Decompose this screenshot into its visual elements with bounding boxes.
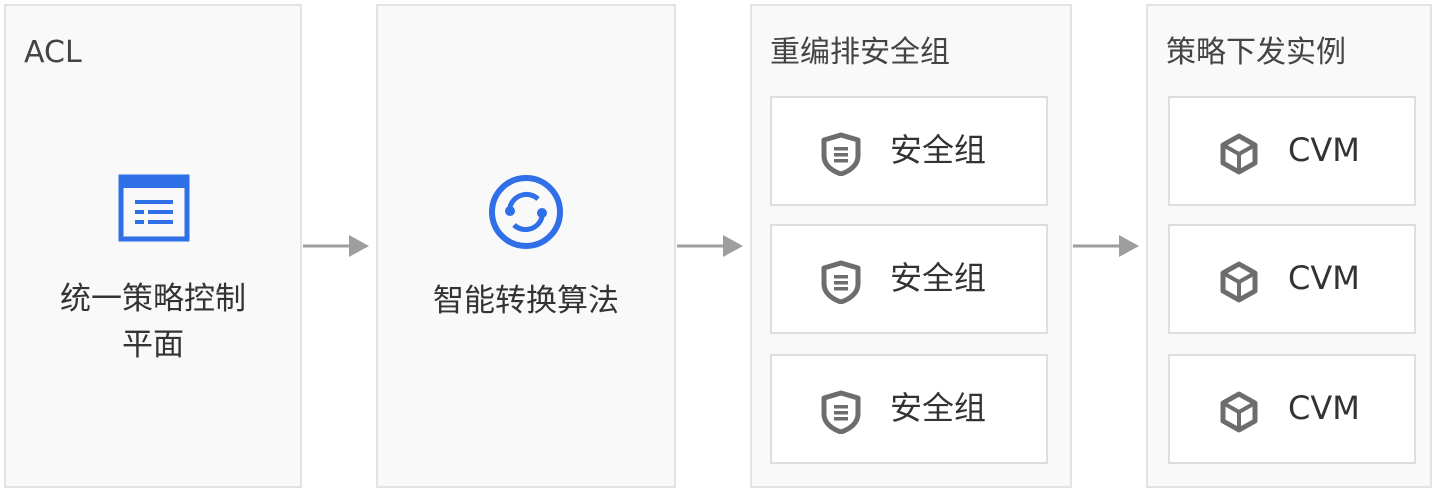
algorithm-label: 智能转换算法 xyxy=(433,283,619,319)
acl-title: ACL xyxy=(24,35,82,70)
shield-icon xyxy=(821,260,861,304)
security-group-label: 安全组 xyxy=(890,131,987,169)
shield-icon xyxy=(821,132,861,176)
arrow-right-icon xyxy=(1073,235,1139,257)
security-group-box: 安全组 xyxy=(770,96,1048,206)
security-group-label: 安全组 xyxy=(890,259,987,297)
cube-icon xyxy=(1220,133,1258,175)
instances-title: 策略下发实例 xyxy=(1166,35,1346,70)
security-groups-title: 重编排安全组 xyxy=(770,35,950,70)
acl-label-line1: 统一策略控制 xyxy=(60,281,246,317)
security-groups-panel: 重编排安全组 安全组 安全组 安全组 xyxy=(750,4,1072,488)
acl-label-line2: 平面 xyxy=(122,327,184,363)
security-group-box: 安全组 xyxy=(770,354,1048,464)
security-group-label: 安全组 xyxy=(890,389,987,427)
cvm-label: CVM xyxy=(1288,131,1360,169)
cvm-label: CVM xyxy=(1288,389,1360,427)
arrow-right-icon xyxy=(677,235,743,257)
cvm-box: CVM xyxy=(1168,96,1416,206)
arrow-right-icon xyxy=(303,235,369,257)
acl-panel: ACL 统一策略控制 平面 xyxy=(4,4,302,488)
list-document-icon xyxy=(118,174,190,242)
cvm-box: CVM xyxy=(1168,354,1416,464)
instances-panel: 策略下发实例 CVM CVM CVM xyxy=(1146,4,1432,488)
cube-icon xyxy=(1220,391,1258,433)
cvm-box: CVM xyxy=(1168,224,1416,334)
security-group-box: 安全组 xyxy=(770,224,1048,334)
cube-icon xyxy=(1220,261,1258,303)
sync-cycle-icon xyxy=(489,175,563,249)
algorithm-panel: 智能转换算法 xyxy=(376,4,676,488)
shield-icon xyxy=(821,390,861,434)
cvm-label: CVM xyxy=(1288,259,1360,297)
